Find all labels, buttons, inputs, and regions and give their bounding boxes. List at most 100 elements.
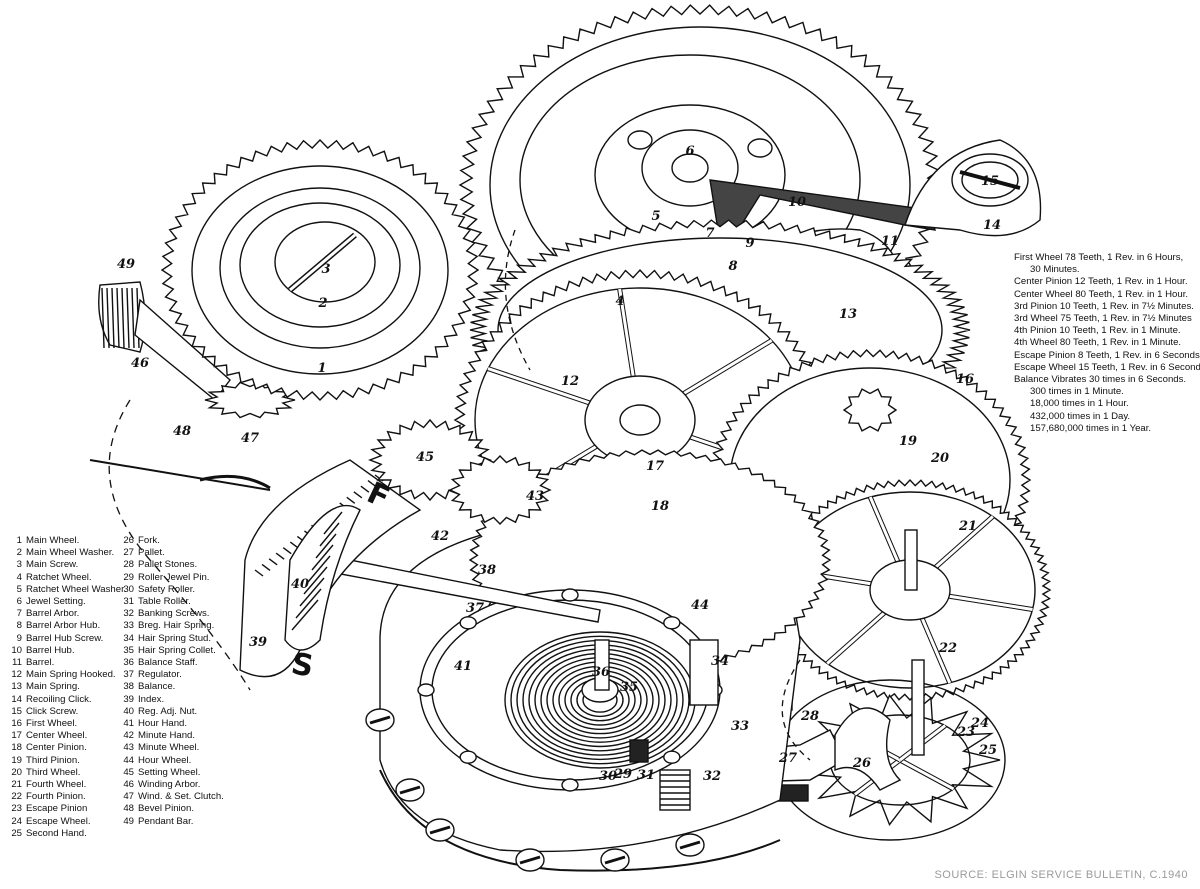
legend-label: Barrel Arbor. bbox=[26, 608, 80, 620]
callout-number: 1 bbox=[317, 361, 326, 376]
legend-label: Recoiling Click. bbox=[26, 693, 92, 705]
legend-label: Main Wheel Washer. bbox=[26, 547, 115, 559]
callout-number: 46 bbox=[131, 356, 149, 371]
main-wheel-ring bbox=[191, 165, 449, 375]
callout-number: 25 bbox=[978, 743, 997, 758]
legend-number: 42 bbox=[123, 730, 134, 742]
main-screw-slot bbox=[289, 233, 356, 292]
callout-number: 33 bbox=[731, 719, 749, 734]
legend-label: Ratchet Wheel Washer. bbox=[26, 583, 127, 595]
legend-number: 13 bbox=[11, 681, 22, 693]
index-scale-tick bbox=[289, 541, 299, 549]
legend-number: 47 bbox=[123, 791, 134, 803]
adjust-nut-thread bbox=[303, 566, 328, 595]
legend-number: 39 bbox=[123, 693, 134, 705]
legend-label: Bevel Pinion. bbox=[138, 803, 194, 815]
main-wheel-washer bbox=[219, 187, 421, 349]
legend-number: 18 bbox=[11, 742, 22, 754]
index-scale-tick bbox=[282, 547, 292, 555]
legend-label: Hour Wheel. bbox=[138, 754, 192, 766]
legend-item: 12 Main Spring Hooked. bbox=[8, 669, 126, 681]
legend-number: 17 bbox=[11, 730, 22, 742]
callout-number: 12 bbox=[561, 374, 579, 389]
callout-number: 26 bbox=[852, 756, 871, 771]
legend-number: 6 bbox=[16, 596, 22, 608]
legend-number: 46 bbox=[123, 779, 134, 791]
escape-wheel-spoke bbox=[899, 758, 955, 791]
callout-number: 23 bbox=[956, 725, 975, 740]
legend-label: Main Spring Hooked. bbox=[26, 669, 116, 681]
adjust-nut-thread bbox=[299, 577, 325, 607]
plate-screw-slot bbox=[399, 785, 421, 795]
legend-number: 36 bbox=[123, 657, 134, 669]
callout-number: 11 bbox=[881, 234, 899, 249]
callout-number: 18 bbox=[651, 499, 669, 514]
spec-line: 157,680,000 times in 1 Year. bbox=[1030, 422, 1152, 434]
legend-number: 24 bbox=[11, 815, 22, 827]
legend-label: Ratchet Wheel. bbox=[26, 571, 92, 583]
index-scale-tick bbox=[261, 563, 271, 571]
legend-number: 2 bbox=[16, 547, 22, 559]
banking-screw bbox=[659, 769, 691, 811]
legend-label: Barrel Hub. bbox=[26, 644, 75, 656]
jewel-setting-center bbox=[671, 153, 709, 183]
callout-number: 4 bbox=[615, 294, 624, 309]
legend-number: 11 bbox=[12, 657, 22, 669]
adjust-nut-thread bbox=[319, 522, 340, 547]
legend-number: 21 bbox=[11, 779, 22, 791]
spec-line: Center Pinion 12 Teeth, 1 Rev. in 1 Hour… bbox=[1014, 276, 1188, 288]
adjust-nut-thread bbox=[295, 588, 322, 619]
legend-label: First Wheel. bbox=[26, 718, 78, 730]
callout-number: 13 bbox=[839, 307, 857, 322]
legend-label: Fourth Pinion. bbox=[26, 791, 86, 803]
callout-number: 31 bbox=[637, 768, 655, 783]
legend-label: Escape Pinion bbox=[26, 803, 88, 815]
center-arbor bbox=[619, 404, 661, 436]
callout-number: 5 bbox=[651, 209, 660, 224]
legend-number: 25 bbox=[11, 827, 22, 839]
balance-screw bbox=[459, 616, 477, 630]
balance-screw bbox=[459, 750, 477, 764]
callout-number: 48 bbox=[173, 424, 191, 439]
callout-number: 7 bbox=[705, 226, 714, 241]
legend-label: Wind. & Set. Clutch. bbox=[138, 791, 224, 803]
legend-label: Minute Wheel. bbox=[138, 742, 200, 754]
legend-number: 40 bbox=[123, 705, 134, 717]
pallet-stone-lower bbox=[777, 784, 809, 802]
legend-number: 49 bbox=[123, 815, 134, 827]
motion-arrow-center bbox=[504, 229, 531, 371]
callout-number: 30 bbox=[599, 769, 617, 784]
callout-number: 41 bbox=[454, 659, 472, 674]
callout-number: 27 bbox=[778, 751, 797, 766]
legend-number: 31 bbox=[123, 596, 134, 608]
callout-number: 14 bbox=[983, 218, 1001, 233]
callout-number: 8 bbox=[728, 259, 737, 274]
callout-number: 15 bbox=[981, 174, 999, 189]
legend-number: 43 bbox=[123, 742, 134, 754]
legend-label: Hour Hand. bbox=[138, 718, 188, 730]
spec-line: 30 Minutes. bbox=[1030, 264, 1080, 276]
motion-arrow-right bbox=[781, 659, 811, 761]
plate-screw-slot bbox=[369, 715, 391, 725]
legend-number: 29 bbox=[123, 571, 134, 583]
legend-number: 12 bbox=[11, 669, 22, 681]
spec-line: 3rd Pinion 10 Teeth, 1 Rev. in 7½ Minute… bbox=[1014, 300, 1194, 312]
legend-number: 14 bbox=[11, 693, 22, 705]
